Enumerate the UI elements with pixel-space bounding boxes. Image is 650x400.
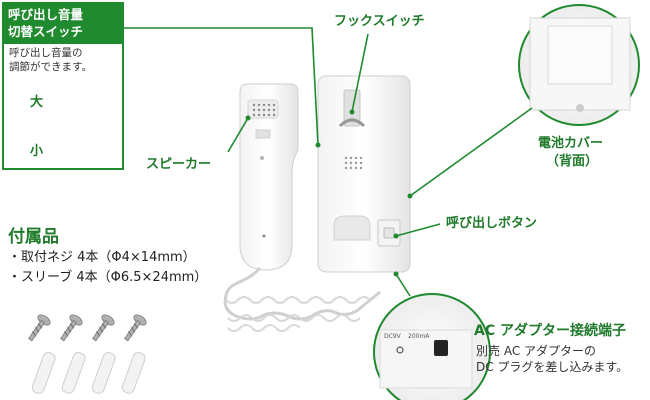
jack-text-right: 200mA: [408, 333, 430, 340]
accessories-title: 付属品: [8, 227, 59, 247]
speaker-label: スピーカー: [146, 157, 212, 172]
ac-adapter-title: AC アダプター接続端子: [474, 323, 626, 339]
call-button-label: 呼び出しボタン: [446, 216, 538, 231]
ac-adapter-inset: [373, 293, 491, 400]
volume-title-line1: 呼び出し音量: [8, 7, 84, 22]
base-unit: [317, 75, 411, 273]
volume-desc-line2: 調節ができます。: [9, 61, 92, 73]
leader-speaker: [227, 117, 249, 153]
ac-adapter-desc-line1: 別売 AC アダプターの: [476, 344, 597, 358]
leader-hook: [351, 33, 369, 113]
leader-ac: [395, 273, 411, 297]
leader-battery: [409, 107, 533, 197]
volume-title-line2: 切替スイッチ: [8, 24, 84, 39]
leader-volume: [124, 27, 319, 146]
volume-switch-title: 呼び出し音量 切替スイッチ: [4, 4, 122, 44]
speaker-holes: [252, 103, 276, 117]
battery-cover-label-line1: 電池カバー: [538, 136, 604, 151]
volume-switch-box: 呼び出し音量 切替スイッチ 呼び出し音量の 調節ができます。: [2, 2, 124, 170]
volume-desc-line1: 呼び出し音量の: [9, 47, 83, 59]
leader-lines: [124, 27, 533, 297]
sleeves: [31, 352, 146, 394]
battery-cover-inset: [518, 4, 640, 126]
screws: [28, 314, 147, 342]
volume-switch-description: 呼び出し音量の 調節ができます。: [4, 44, 122, 76]
jack-text-left: DC9V: [384, 333, 401, 340]
hook-switch-label: フックスイッチ: [334, 14, 425, 29]
leader-call: [395, 223, 441, 237]
battery-cover-label-line2: （背面）: [546, 154, 599, 169]
accessory-item-screws: ・取付ネジ 4本（Φ4×14mm）: [8, 250, 196, 265]
handset: [239, 83, 299, 271]
accessory-item-sleeves: ・スリーブ 4本（Φ6.5×24mm）: [8, 270, 208, 285]
ac-adapter-desc-line2: DC プラグを差し込みます。: [476, 360, 629, 374]
hook-switch-shape: [338, 118, 366, 128]
volume-small-label: 小: [30, 144, 44, 159]
coiled-cord: [223, 266, 381, 332]
volume-big-label: 大: [30, 95, 44, 110]
base-speaker-holes: [344, 156, 363, 170]
